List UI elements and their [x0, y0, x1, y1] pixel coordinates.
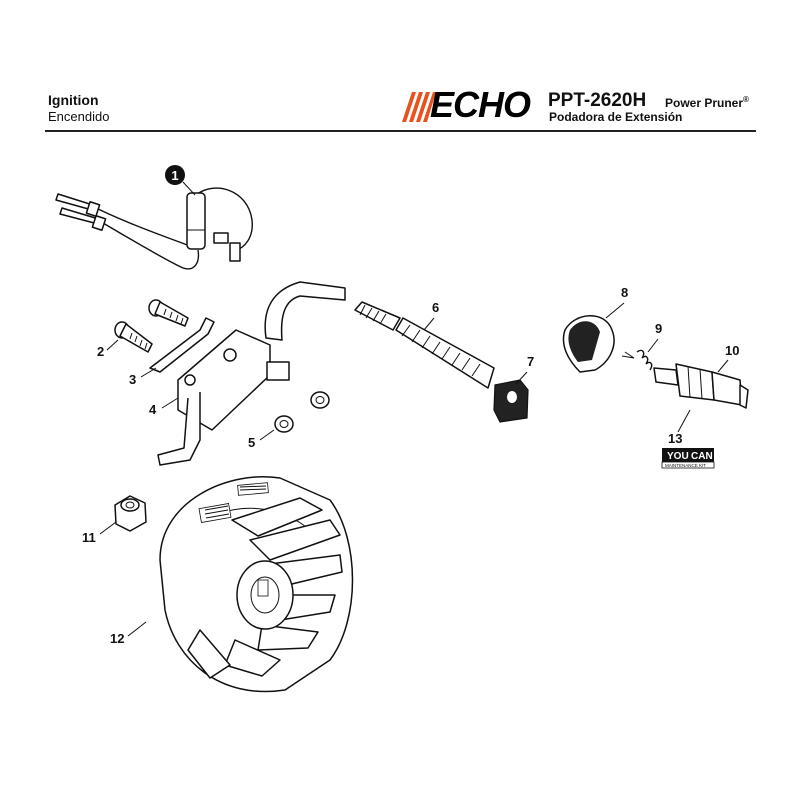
- callout-4: 4: [149, 402, 157, 417]
- part-4-ignition-coil: [157, 281, 346, 466]
- svg-text:YOU: YOU: [667, 451, 689, 462]
- callout-13: 13: [668, 431, 682, 446]
- part-6-spring-cover: [354, 301, 495, 389]
- model-subtitle: Podadora de Extensión: [549, 110, 683, 124]
- callout-3: 3: [129, 372, 136, 387]
- page-subtitle: Encendido: [48, 109, 110, 124]
- part-2-screw: [114, 321, 153, 353]
- part-8-plug-cap: [562, 315, 615, 373]
- model-number: PPT-2620H: [548, 90, 647, 111]
- callout-6: 6: [432, 300, 439, 315]
- maintenance-kit-badge: YOU CAN MAINTENANCE KIT: [661, 448, 715, 469]
- callout-10: 10: [725, 343, 739, 358]
- callout-5: 5: [248, 435, 255, 450]
- part-5-nut: [274, 391, 330, 433]
- callout-2: 2: [97, 344, 104, 359]
- callout-8: 8: [621, 285, 628, 300]
- callout-7: 7: [527, 354, 534, 369]
- part-12-flywheel: [159, 476, 354, 693]
- brand-logo: ECHO: [430, 84, 531, 125]
- part-2-screw-upper: [148, 299, 189, 327]
- svg-text:CAN: CAN: [691, 451, 713, 462]
- part-3-clip: [149, 317, 215, 373]
- page-title: Ignition: [48, 92, 99, 108]
- callout-1-badge: [165, 165, 185, 185]
- model-name: Power Pruner®: [665, 95, 749, 110]
- part-9-spring: [621, 349, 653, 371]
- part-1-wire-harness: [55, 187, 253, 270]
- header-divider: [45, 130, 756, 132]
- part-10-spark-plug: [653, 363, 749, 409]
- svg-text:MAINTENANCE KIT: MAINTENANCE KIT: [665, 463, 706, 468]
- callout-11: 11: [82, 530, 96, 545]
- part-11-flywheel-nut: [114, 495, 147, 532]
- part-7-grommet: [493, 379, 529, 423]
- callout-9: 9: [655, 321, 662, 336]
- echo-logo-stripes-icon: [402, 92, 436, 122]
- callout-1: 1: [171, 168, 178, 183]
- callout-12: 12: [110, 631, 124, 646]
